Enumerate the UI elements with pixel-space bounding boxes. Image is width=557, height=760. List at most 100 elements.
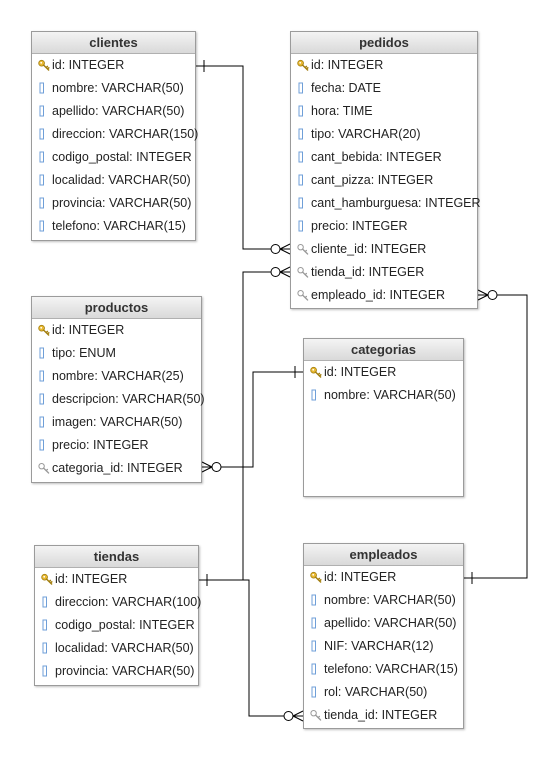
column-label: cant_bebida: INTEGER (311, 150, 442, 164)
column-label: id: INTEGER (311, 58, 384, 72)
column-icon (41, 637, 53, 660)
column-icon (297, 77, 309, 100)
column-icon (38, 434, 50, 457)
column-row[interactable]: tipo: ENUM (32, 342, 201, 365)
column-label: apellido: VARCHAR(50) (324, 616, 457, 630)
column-label: localidad: VARCHAR(50) (52, 173, 191, 187)
column-row[interactable]: tipo: VARCHAR(20) (291, 123, 477, 146)
column-row[interactable]: localidad: VARCHAR(50) (32, 169, 195, 192)
column-label: codigo_postal: INTEGER (55, 618, 195, 632)
table-clientes[interactable]: clientes id: INTEGER nombre: VARCHAR(50) a… (31, 31, 199, 241)
column-row[interactable]: tienda_id: INTEGER (291, 261, 477, 284)
column-row[interactable]: codigo_postal: INTEGER (35, 614, 198, 637)
column-label: nombre: VARCHAR(50) (324, 388, 456, 402)
column-row[interactable]: tienda_id: INTEGER (304, 704, 463, 727)
column-row[interactable]: direccion: VARCHAR(100) (35, 591, 201, 614)
column-list: id: INTEGER nombre: VARCHAR(50) (304, 361, 463, 407)
column-row[interactable]: localidad: VARCHAR(50) (35, 637, 198, 660)
column-row[interactable]: nombre: VARCHAR(50) (32, 77, 195, 100)
column-label: cliente_id: INTEGER (311, 242, 427, 256)
column-row[interactable]: telefono: VARCHAR(15) (304, 658, 463, 681)
column-label: nombre: VARCHAR(50) (52, 81, 184, 95)
table-header-clientes: clientes (32, 32, 195, 54)
column-icon (41, 614, 53, 637)
column-row[interactable]: provincia: VARCHAR(50) (32, 192, 195, 215)
column-icon (310, 658, 322, 681)
column-label: NIF: VARCHAR(12) (324, 639, 434, 653)
column-row[interactable]: nombre: VARCHAR(50) (304, 384, 463, 407)
column-row[interactable]: direccion: VARCHAR(150) (32, 123, 199, 146)
table-pedidos[interactable]: pedidos id: INTEGER fecha: DATE hora: TIME… (290, 31, 481, 309)
column-icon (38, 342, 50, 365)
column-row[interactable]: nombre: VARCHAR(50) (304, 589, 463, 612)
column-label: codigo_postal: INTEGER (52, 150, 192, 164)
column-row[interactable]: telefono: VARCHAR(15) (32, 215, 195, 238)
column-icon (38, 146, 50, 169)
column-icon (297, 169, 309, 192)
column-row[interactable]: id: INTEGER (291, 54, 477, 77)
column-row[interactable]: cliente_id: INTEGER (291, 238, 477, 261)
column-row[interactable]: hora: TIME (291, 100, 477, 123)
table-header-tiendas: tiendas (35, 546, 198, 568)
relationship-categorias-productos (201, 366, 303, 473)
column-row[interactable]: cant_hamburguesa: INTEGER (291, 192, 481, 215)
column-row[interactable]: nombre: VARCHAR(25) (32, 365, 201, 388)
column-label: cant_pizza: INTEGER (311, 173, 434, 187)
column-icon (297, 215, 309, 238)
column-row[interactable]: id: INTEGER (304, 361, 463, 384)
column-row[interactable]: provincia: VARCHAR(50) (35, 660, 198, 683)
column-label: id: INTEGER (52, 58, 125, 72)
column-row[interactable]: rol: VARCHAR(50) (304, 681, 463, 704)
column-icon (297, 146, 309, 169)
column-row[interactable]: imagen: VARCHAR(50) (32, 411, 201, 434)
column-row[interactable]: cant_bebida: INTEGER (291, 146, 477, 169)
primary-key-icon (310, 361, 322, 384)
column-icon (41, 660, 53, 683)
column-label: hora: TIME (311, 104, 373, 118)
column-row[interactable]: precio: INTEGER (291, 215, 477, 238)
column-label: id: INTEGER (324, 365, 397, 379)
column-icon (38, 192, 50, 215)
column-label: tienda_id: INTEGER (311, 265, 425, 279)
column-row[interactable]: id: INTEGER (32, 54, 195, 77)
column-label: telefono: VARCHAR(15) (324, 662, 458, 676)
column-row[interactable]: precio: INTEGER (32, 434, 201, 457)
column-label: nombre: VARCHAR(50) (324, 593, 456, 607)
column-row[interactable]: NIF: VARCHAR(12) (304, 635, 463, 658)
column-label: rol: VARCHAR(50) (324, 685, 428, 699)
table-categorias[interactable]: categorias id: INTEGER nombre: VARCHAR(50… (303, 338, 464, 497)
column-label: precio: INTEGER (311, 219, 408, 233)
column-icon (38, 77, 50, 100)
column-row[interactable]: descripcion: VARCHAR(50) (32, 388, 205, 411)
column-label: apellido: VARCHAR(50) (52, 104, 185, 118)
column-row[interactable]: apellido: VARCHAR(50) (32, 100, 195, 123)
column-icon (38, 388, 50, 411)
column-row[interactable]: id: INTEGER (32, 319, 201, 342)
relationship-tiendas-pedidos (199, 266, 291, 586)
column-label: localidad: VARCHAR(50) (55, 641, 194, 655)
column-icon (38, 100, 50, 123)
foreign-key-icon (297, 284, 309, 307)
column-row[interactable]: fecha: DATE (291, 77, 477, 100)
column-label: direccion: VARCHAR(150) (52, 127, 199, 141)
column-label: tienda_id: INTEGER (324, 708, 438, 722)
column-icon (297, 100, 309, 123)
column-row[interactable]: id: INTEGER (304, 566, 463, 589)
primary-key-icon (310, 566, 322, 589)
column-label: fecha: DATE (311, 81, 381, 95)
column-row[interactable]: cant_pizza: INTEGER (291, 169, 477, 192)
column-icon (310, 384, 322, 407)
column-row[interactable]: categoria_id: INTEGER (32, 457, 201, 480)
column-row[interactable]: codigo_postal: INTEGER (32, 146, 195, 169)
column-row[interactable]: apellido: VARCHAR(50) (304, 612, 463, 635)
table-header-pedidos: pedidos (291, 32, 477, 54)
table-header-categorias: categorias (304, 339, 463, 361)
primary-key-icon (38, 319, 50, 342)
column-row[interactable]: empleado_id: INTEGER (291, 284, 477, 307)
column-row[interactable]: id: INTEGER (35, 568, 198, 591)
